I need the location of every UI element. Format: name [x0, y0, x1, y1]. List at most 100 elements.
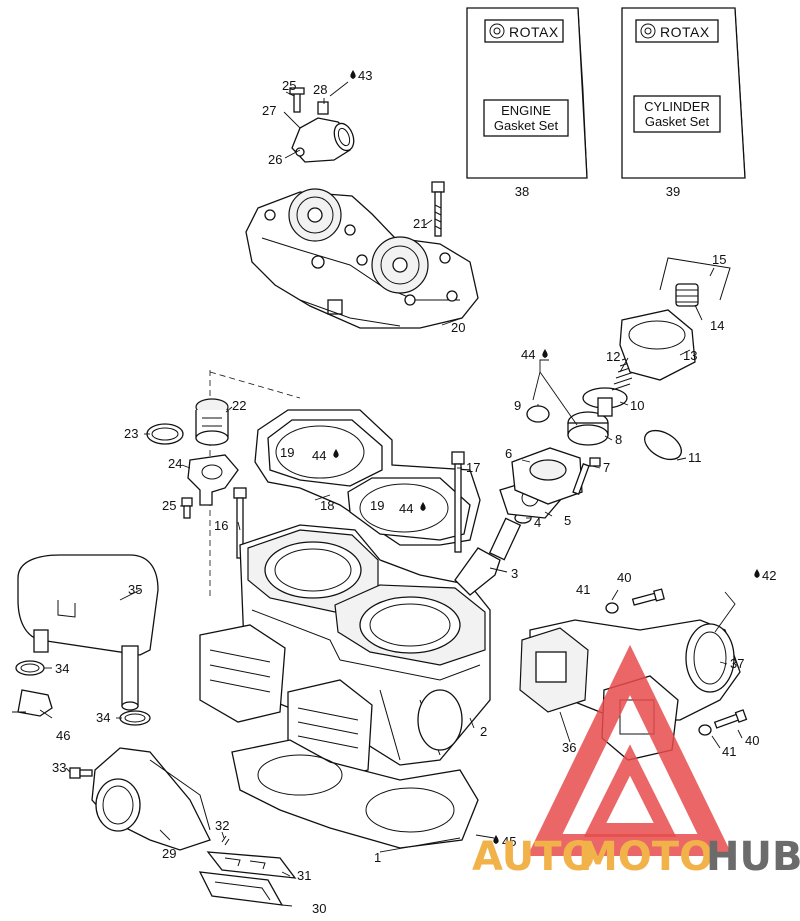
- watermark-logo: AUTO MOTO HUB: [472, 644, 800, 880]
- reed-gasket-part-30: [198, 871, 284, 906]
- callout-23: 23: [124, 426, 138, 441]
- o-ring-part-23: [146, 423, 184, 445]
- callout-44a: 44: [521, 347, 535, 362]
- stud-part-17: [451, 451, 465, 553]
- water-outlet-part-26: [289, 87, 355, 163]
- clip-part-15: [659, 257, 731, 301]
- bracket-part-46: [12, 689, 53, 717]
- callout-24: 24: [168, 456, 182, 471]
- intake-adapter-part-29: [91, 747, 211, 851]
- callout-43: 43: [358, 68, 372, 83]
- callout-19b: 19: [370, 498, 384, 513]
- callout-5: 5: [564, 513, 571, 528]
- kit-39-number: 39: [666, 184, 680, 199]
- callouts: 25 28 43 27 26 21 15 20 14 13 12 44 22 9…: [52, 68, 776, 916]
- callout-14: 14: [710, 318, 724, 333]
- drop-icon: [333, 449, 339, 458]
- callout-40b: 40: [745, 733, 759, 748]
- callout-4: 4: [534, 515, 541, 530]
- drop-icon: [420, 502, 426, 511]
- exhaust-valve-part-3: [454, 517, 522, 596]
- leader-lines: [39, 81, 743, 907]
- piston-part-8: [567, 411, 609, 446]
- callout-8: 8: [615, 432, 622, 447]
- callout-42: 42: [762, 568, 776, 583]
- base-gasket-part-1: [231, 739, 479, 849]
- callout-2: 2: [480, 724, 487, 739]
- callout-30: 30: [312, 901, 326, 916]
- kit-39-brand: ROTAX: [660, 24, 710, 40]
- callout-3: 3: [511, 566, 518, 581]
- kit-38-number: 38: [515, 184, 529, 199]
- callout-41a: 41: [576, 582, 590, 597]
- washer-part-41-lower: [698, 724, 712, 736]
- intake-silencer-part-35: [17, 554, 159, 711]
- bolt-part-40-upper: [631, 588, 665, 606]
- drop-icon: [350, 70, 356, 79]
- o-ring-part-11: [644, 429, 682, 461]
- watermark-hub: HUB: [706, 834, 800, 880]
- bolt-part-33: [69, 767, 93, 779]
- callout-19a: 19: [280, 445, 294, 460]
- alignment-line-head: [209, 371, 301, 399]
- callout-1: 1: [374, 850, 381, 865]
- valve-cover-part-13: [619, 309, 696, 381]
- callout-25a: 25: [282, 78, 296, 93]
- callout-6: 6: [505, 446, 512, 461]
- o-ring-part-9: [526, 405, 550, 423]
- callout-11: 11: [688, 450, 702, 465]
- bolt-part-40-lower: [713, 709, 748, 729]
- callout-7: 7: [603, 460, 610, 475]
- callout-35: 35: [128, 582, 142, 597]
- clamp-part-34-upper: [15, 660, 45, 676]
- reed-plate-part-31: [206, 851, 297, 879]
- kit-39-line1: CYLINDER: [644, 99, 710, 114]
- drop-icon: [754, 569, 760, 578]
- callout-16: 16: [214, 518, 228, 533]
- callout-15: 15: [712, 252, 726, 267]
- callout-37: 37: [730, 656, 744, 671]
- screw-part-7: [572, 457, 601, 495]
- callout-9: 9: [514, 398, 521, 413]
- spring-part-12: [611, 353, 641, 391]
- callout-46: 46: [56, 728, 70, 743]
- head-gasket-part-18: [254, 409, 481, 546]
- thermostat-part-22: [195, 398, 229, 446]
- callout-41b: 41: [722, 744, 736, 759]
- clamp-part-34-lower: [119, 710, 151, 726]
- cap-part-14: [675, 283, 699, 307]
- cylinder-gasket-kit-39: ROTAX CYLINDER Gasket Set 39: [621, 7, 746, 199]
- callout-27: 27: [262, 103, 276, 118]
- drop-icon: [542, 349, 548, 358]
- kit-38-line1: ENGINE: [501, 103, 551, 118]
- callout-44b: 44: [312, 448, 326, 463]
- callout-28: 28: [313, 82, 327, 97]
- callout-32: 32: [215, 818, 229, 833]
- callout-26: 26: [268, 152, 282, 167]
- reed-stop-part-32: [221, 835, 230, 846]
- callout-34a: 34: [55, 661, 69, 676]
- callout-40a: 40: [617, 570, 631, 585]
- callout-31: 31: [297, 868, 311, 883]
- kit-39-line2: Gasket Set: [645, 114, 710, 129]
- callout-17: 17: [466, 460, 480, 475]
- callout-34b: 34: [96, 710, 110, 725]
- callout-36: 36: [562, 740, 576, 755]
- callout-45: 45: [502, 834, 516, 849]
- callout-21: 21: [413, 216, 427, 231]
- callout-10: 10: [630, 398, 644, 413]
- valve-part-10: [582, 387, 628, 417]
- kit-38-line2: Gasket Set: [494, 118, 559, 133]
- drop-icon: [493, 835, 499, 844]
- head-bolt-part-21: [431, 181, 445, 237]
- watermark-auto: AUTO: [472, 834, 596, 880]
- thermostat-cover-part-24: [187, 454, 239, 506]
- drop-icons: [333, 70, 760, 844]
- callout-29: 29: [162, 846, 176, 861]
- watermark-moto: MOTO: [578, 834, 713, 880]
- callout-18: 18: [320, 498, 334, 513]
- bolt-part-25-lower: [181, 497, 193, 519]
- callout-12: 12: [606, 349, 620, 364]
- callout-20: 20: [451, 320, 465, 335]
